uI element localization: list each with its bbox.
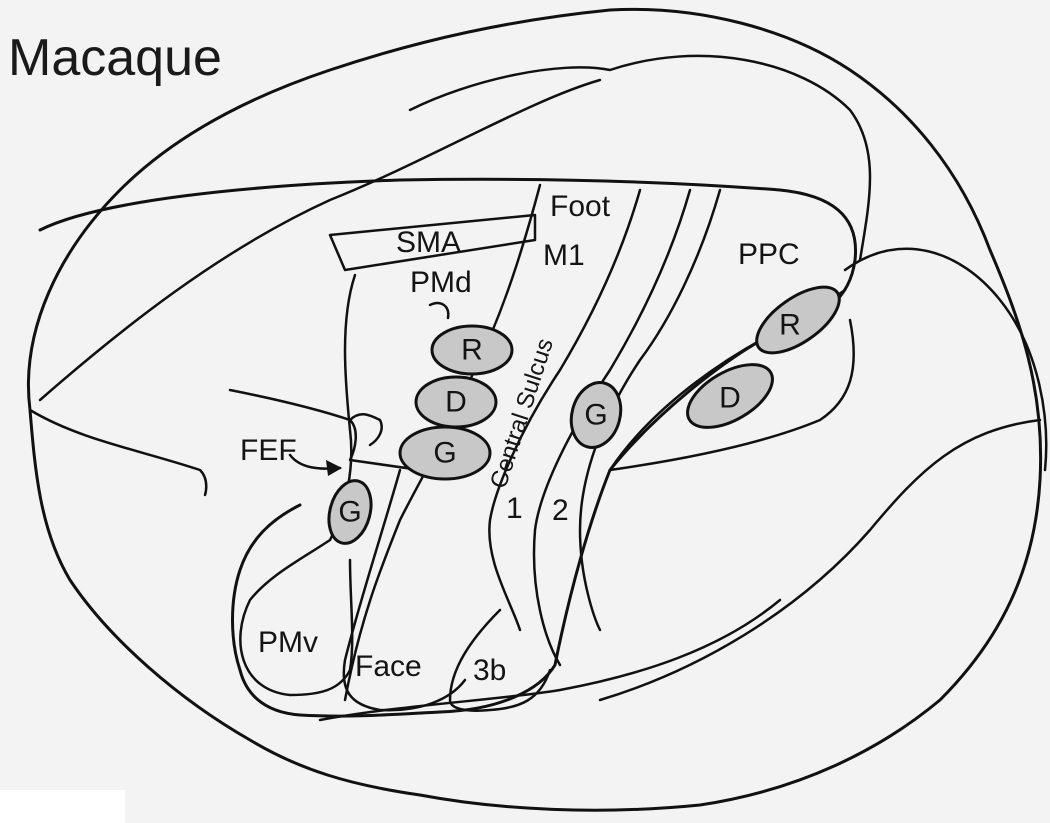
arcuate-sulcus xyxy=(228,388,422,472)
sma-region xyxy=(328,213,537,272)
right-lobe-outline xyxy=(843,247,1048,472)
premotor-d-label: D xyxy=(445,386,467,419)
pmv-label: PMv xyxy=(258,626,318,659)
face-label: Face xyxy=(355,650,422,683)
corner-patch xyxy=(0,790,125,823)
area-2-label: 2 xyxy=(552,494,569,527)
pmv-grasp-label: G xyxy=(338,496,361,529)
ppc-reach-blob xyxy=(755,285,841,355)
frontal-fold-line xyxy=(38,78,602,402)
foot-label: Foot xyxy=(550,190,611,223)
ppc-d-label: D xyxy=(719,382,741,415)
area-1-label: 1 xyxy=(506,492,523,525)
face-region xyxy=(342,468,467,712)
ppc-d-blob xyxy=(686,363,774,429)
cortex-region-outline xyxy=(38,177,858,718)
sma-label: SMA xyxy=(396,226,461,259)
temporal-lower-line xyxy=(318,598,782,722)
upper-fold-line xyxy=(408,54,872,262)
premotor-reach-label: R xyxy=(461,334,483,367)
ppc-lower-boundary xyxy=(608,318,855,472)
pmv-grasp-blob xyxy=(327,479,373,545)
premotor-grasp-blob xyxy=(398,425,492,481)
brain-outer-outline xyxy=(27,7,1043,812)
pmv-region xyxy=(239,538,354,697)
premotor-reach-blob xyxy=(430,324,514,376)
central-sulcus-line xyxy=(488,188,642,632)
area-3b-region xyxy=(448,608,552,712)
fef-arrow-head xyxy=(326,460,342,476)
premotor-grasp-label: G xyxy=(433,437,456,470)
somatosensory-grasp-label: G xyxy=(584,399,607,432)
ppc-reach-label: R xyxy=(779,309,801,342)
pmd-label: PMd xyxy=(410,266,472,299)
ppc-label: PPC xyxy=(738,238,800,271)
pmd-notch xyxy=(428,301,450,320)
arcuate-spur xyxy=(348,413,383,447)
m1-label: M1 xyxy=(543,239,585,272)
temporal-fold-line xyxy=(598,418,1042,702)
somatosensory-grasp-blob xyxy=(569,381,623,449)
lower-fold-line xyxy=(28,408,208,497)
diagram-title: Macaque xyxy=(8,29,222,87)
fef-label: FEF xyxy=(240,434,297,467)
area-1-boundary xyxy=(532,188,692,667)
area-3b-label: 3b xyxy=(473,654,506,687)
